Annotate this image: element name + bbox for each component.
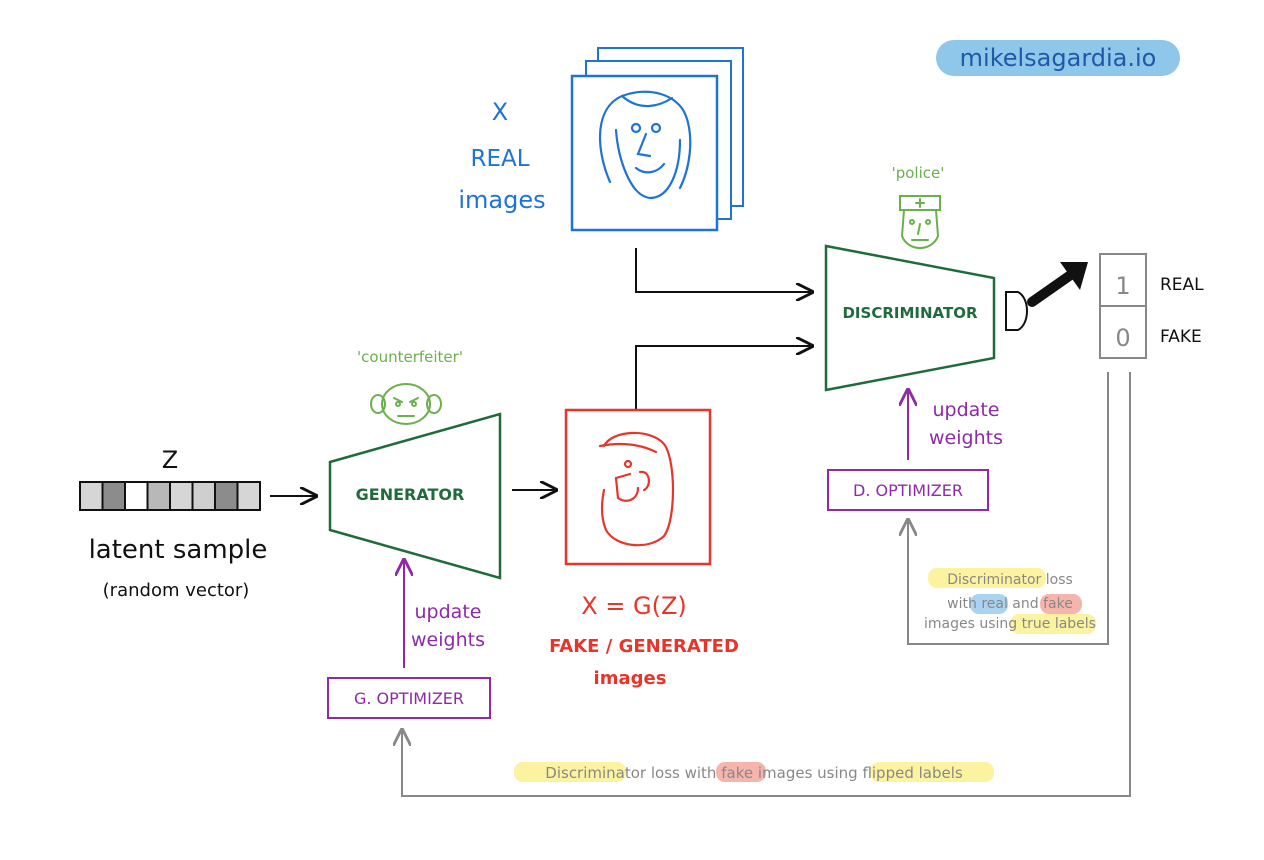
fake-formula: X = G(Z) — [581, 592, 687, 620]
discriminator-label: DISCRIMINATOR — [842, 304, 977, 322]
g-optimizer-box[interactable]: G. OPTIMIZER — [327, 677, 491, 719]
latent-vector — [79, 481, 261, 511]
sigmoid-cap-icon — [1005, 291, 1028, 331]
output-fake-label: FAKE — [1160, 327, 1202, 347]
d-optimizer-box[interactable]: D. OPTIMIZER — [827, 469, 989, 511]
latent-line1: latent sample — [89, 535, 268, 565]
fake-line2: images — [594, 668, 667, 689]
d-loss-labels-highlight — [1010, 614, 1096, 634]
d-loss-highlight — [928, 568, 1046, 588]
fake-face-icon — [598, 431, 675, 547]
d-loss-real-highlight — [970, 594, 1008, 614]
g-loss-labels-highlight — [870, 762, 994, 782]
d-loss-text: Discriminator loss with real and fake im… — [924, 568, 1096, 634]
d-update-line1: update — [933, 399, 1000, 421]
face-icon — [598, 90, 692, 200]
fake-line1: FAKE / GENERATED — [549, 636, 739, 657]
g-loss-highlight — [514, 762, 626, 782]
real-to-discriminator-arrow — [635, 248, 812, 292]
g-loss-feedback-arrow — [402, 372, 1131, 797]
d-loss-line1: Discriminator loss — [947, 572, 1073, 588]
d-loss-line2: with real and fake — [947, 596, 1073, 612]
d-loss-fake-highlight — [1040, 594, 1082, 614]
real-symbol: X — [492, 98, 508, 126]
real-line2: images — [458, 186, 545, 214]
output-real-label: REAL — [1160, 275, 1204, 295]
g-loss-line: Discriminator loss with fake images usin… — [545, 764, 963, 782]
g-update-line1: update — [415, 601, 482, 623]
police-face-icon — [899, 195, 941, 249]
g-optimizer-label: G. OPTIMIZER — [354, 689, 464, 708]
discriminator-block[interactable]: DISCRIMINATOR — [824, 244, 996, 392]
g-loss-text: Discriminator loss with fake images usin… — [514, 762, 994, 782]
output-real-value: 1 — [1115, 272, 1130, 300]
fake-to-discriminator-arrow — [635, 346, 812, 410]
brand-badge-bg — [936, 40, 1180, 76]
discriminator-nickname: 'police' — [892, 164, 945, 182]
latent-line2: (random vector) — [103, 580, 250, 601]
output-vector: 1 0 REAL FAKE — [1099, 253, 1204, 359]
output-arrowhead — [1060, 262, 1088, 290]
real-line1: REAL — [470, 146, 529, 172]
d-loss-line3: images using true labels — [924, 616, 1096, 632]
output-fake-value: 0 — [1115, 324, 1130, 352]
brand-text: mikelsagardia.io — [960, 44, 1157, 72]
real-images-stack — [570, 47, 744, 232]
real-label: X REAL images — [458, 98, 545, 214]
fake-image — [564, 408, 712, 566]
d-update-line2: weights — [929, 427, 1003, 449]
brand-badge[interactable]: mikelsagardia.io — [936, 40, 1180, 76]
counterfeiter-face-icon — [370, 383, 442, 425]
generator-nickname: 'counterfeiter' — [357, 348, 463, 366]
latent-symbol: Z — [162, 446, 178, 474]
d-optimizer-label: D. OPTIMIZER — [853, 481, 963, 500]
generator-block[interactable]: GENERATOR — [328, 412, 502, 580]
g-loss-fake-highlight — [716, 762, 766, 782]
output-arrow — [1027, 269, 1077, 307]
d-loss-feedback-arrow — [908, 372, 1109, 645]
g-update-line2: weights — [411, 629, 485, 651]
generator-label: GENERATOR — [356, 485, 465, 504]
